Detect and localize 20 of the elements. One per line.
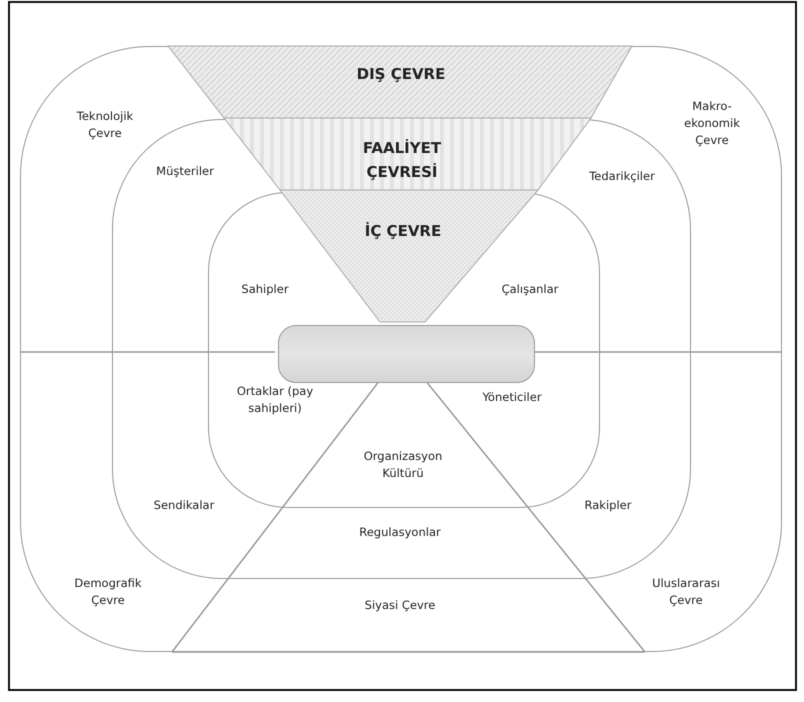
zone-title: DIŞ ÇEVRE (356, 64, 446, 85)
area-label: Uluslararası Çevre (651, 575, 721, 609)
zone-outline (20, 46, 782, 652)
area-label: Sendikalar (152, 497, 216, 514)
area-label: Sahipler (240, 281, 290, 298)
zone-title: İÇ ÇEVRE (364, 221, 442, 242)
area-label: Müşteriler (155, 163, 215, 180)
area-label: Ortaklar (pay sahipleri) (236, 383, 314, 417)
area-label: Teknolojik Çevre (76, 108, 134, 142)
area-label: Çalışanlar (500, 281, 560, 298)
zone-title: FAALİYET ÇEVRESİ (362, 138, 442, 183)
area-label: Siyasi Çevre (364, 597, 436, 614)
area-label: Demografik Çevre (73, 575, 143, 609)
center-box (278, 325, 535, 383)
area-label: Makro-ekonomik Çevre (683, 98, 741, 149)
area-label: Yöneticiler (481, 389, 543, 406)
area-label: Rakipler (584, 497, 632, 514)
area-label: Tedarikçiler (588, 168, 656, 185)
area-label: Organizasyon Kültürü (362, 448, 444, 482)
area-label: Regulasyonlar (358, 524, 442, 541)
